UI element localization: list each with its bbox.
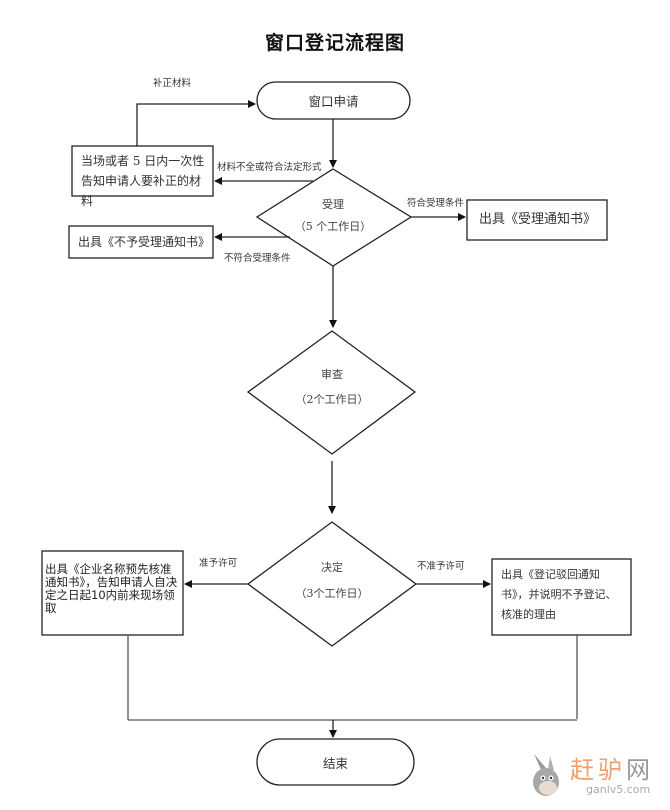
edge-label-deny: 不准予许可 — [417, 561, 465, 572]
approve-box — [41, 550, 184, 636]
edge-label-incomplete: 材料不全或符合法定形式 — [217, 162, 322, 173]
review-decision-title: 审查 — [321, 368, 343, 381]
watermark-brand: 赶驴网 — [570, 750, 654, 785]
review-decision-days: （2个工作日） — [295, 393, 369, 406]
accept-notice-box-text: 出具《受理通知书》 — [479, 212, 597, 227]
edge-label-approve: 准予许可 — [199, 558, 238, 569]
watermark-url: ganlv5.com — [586, 783, 651, 796]
reject-accept-box — [68, 225, 214, 259]
deny-box — [491, 558, 632, 636]
start-label: 窗口申请 — [308, 94, 359, 109]
edge-resubmit — [136, 100, 256, 146]
accept-notice-box — [466, 199, 608, 241]
review-decision-text: 审查 （2个工作日） — [282, 367, 382, 408]
watermark-char: 赶 — [570, 756, 598, 784]
edge-label-meets: 符合受理条件 — [407, 198, 465, 209]
end-label: 结束 — [322, 755, 348, 771]
final-decision-diamond — [246, 521, 418, 647]
review-decision-diamond — [246, 330, 417, 455]
accept-decision-title: 受理 — [322, 198, 344, 211]
watermark-logo: 赶驴网 ganlv5.com — [528, 750, 668, 806]
deny-box-text: 出具《登记驳回通知书》，并说明不予登记、核准的理由 — [501, 568, 617, 621]
end-terminator — [256, 738, 415, 786]
supplement-box-text: 当场或者 5 日内一次性告知申请人要补正的材料 — [81, 154, 205, 208]
supplement-box — [71, 145, 214, 197]
final-decision-title: 决定 — [321, 561, 343, 574]
approve-box-text: 出具《企业名称预先核准通知书》，告知申请人自决定之日起10内前来现场领取 — [45, 562, 178, 615]
final-decision-days: （3个工作日） — [295, 587, 369, 600]
page-title: 窗口登记流程图 — [264, 32, 405, 54]
watermark-char: 网 — [626, 756, 654, 784]
reject-accept-box-text: 出具《不予受理通知书》 — [78, 235, 211, 249]
edge-label-resubmit: 补正材料 — [153, 78, 192, 89]
watermark-char: 驴 — [598, 756, 626, 784]
donkey-icon — [533, 754, 559, 796]
accept-decision-days: （5 个工作日） — [294, 220, 372, 233]
accept-decision-text: 受理 （5 个工作日） — [283, 197, 383, 235]
edge-label-not-meet: 不符合受理条件 — [224, 253, 291, 264]
final-decision-text: 决定 （3个工作日） — [282, 560, 382, 602]
